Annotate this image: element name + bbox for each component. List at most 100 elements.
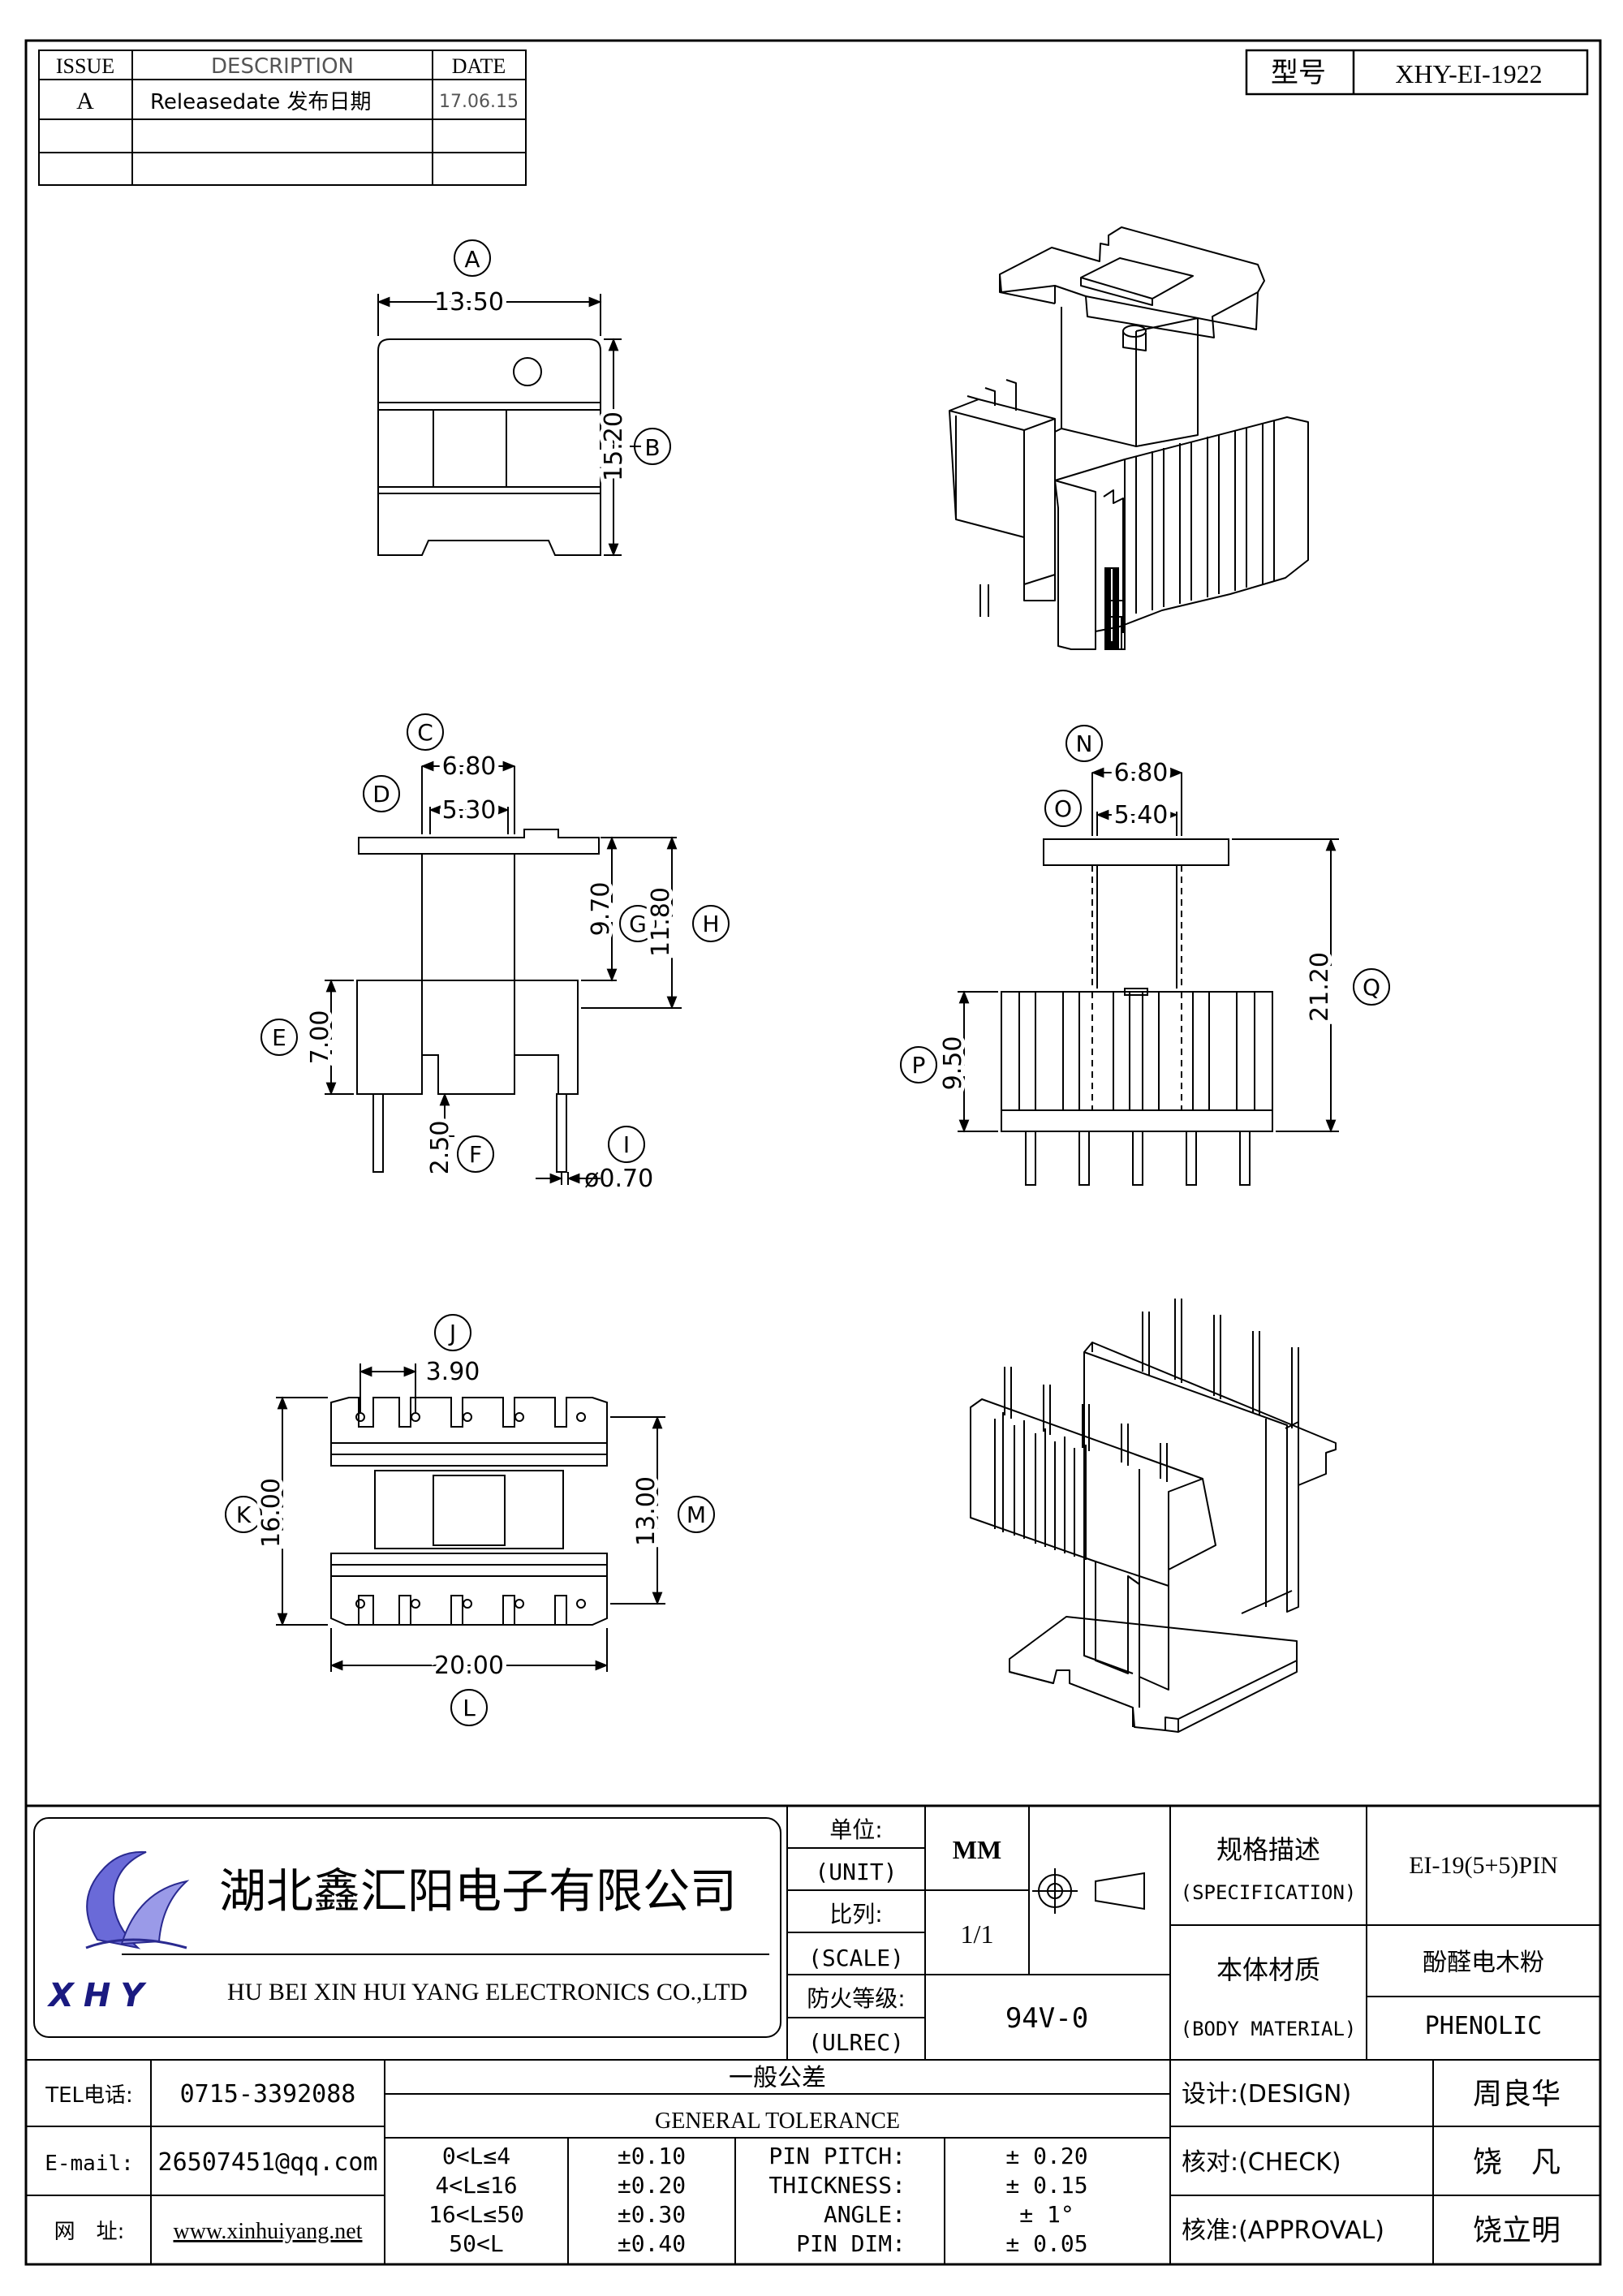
callout-a-circle: [454, 239, 491, 277]
pin-dim-value: ± 0.05: [1005, 2230, 1087, 2257]
tolerance-range-3: 16<L≤50: [428, 2201, 524, 2228]
bottom-view: [225, 1314, 715, 1726]
angle-label: ANGLE:: [824, 2201, 906, 2228]
callout-o: O: [1054, 795, 1072, 822]
tel-value: 0715-3392088: [180, 2080, 356, 2109]
callout-i: I: [623, 1131, 630, 1158]
callout-l: L: [463, 1695, 476, 1721]
spec-value: EI-19(5+5)PIN: [1409, 1852, 1558, 1879]
callout-k: K: [236, 1501, 252, 1528]
dim-b-label: 15.20: [600, 411, 628, 481]
tolerance-value-2: ±0.20: [618, 2172, 686, 2199]
isometric-top-pins: [1104, 567, 1126, 650]
dim-d-label: 5.30: [442, 796, 497, 825]
dim-i-label: ø0.70: [584, 1165, 653, 1193]
dim-c-label: 6.80: [442, 752, 497, 781]
scale-value: 1/1: [961, 1919, 994, 1949]
dim-k-label: 16.00: [257, 1478, 286, 1548]
tolerance-value-4: ±0.40: [618, 2230, 686, 2257]
callout-q: Q: [1363, 974, 1380, 1001]
drawing-border: [24, 39, 1602, 2266]
front-view: [260, 713, 730, 1185]
tolerance-value-1: ±0.10: [618, 2143, 686, 2169]
pin-pitch-value: ± 0.20: [1005, 2143, 1087, 2169]
revision-issue-header: ISSUE: [56, 54, 114, 78]
callout-p: P: [912, 1052, 926, 1079]
dim-a-label: 13.50: [434, 288, 504, 317]
tolerance-title-en: GENERAL TOLERANCE: [655, 2109, 900, 2134]
spec-label-cn: 规格描述: [1216, 1834, 1320, 1865]
callout-b: B: [644, 434, 660, 461]
callout-e: E: [272, 1024, 286, 1051]
unit-label-cn: 单位:: [829, 1816, 882, 1843]
unit-label-en: (UNIT): [815, 1859, 897, 1885]
title-block-grid: [26, 1806, 1600, 2264]
callout-d: D: [372, 781, 390, 808]
dim-j-label: 3.90: [426, 1358, 480, 1386]
isometric-view-bottom: [970, 1299, 1337, 1733]
fire-rating-label-cn: 防火等级:: [807, 1985, 905, 2012]
check-name: 饶 凡: [1473, 2146, 1561, 2179]
callout-f: F: [469, 1141, 482, 1168]
tolerance-value-3: ±0.30: [618, 2201, 686, 2228]
model-box: [1245, 49, 1589, 96]
scale-label-cn: 比列:: [829, 1901, 882, 1928]
approval-label: 核准:(APPROVAL): [1182, 2216, 1384, 2245]
callout-j: J: [448, 1320, 456, 1346]
dim-g-label: 9.70: [587, 882, 615, 937]
side-view: [900, 725, 1390, 1186]
check-label: 核对:(CHECK): [1182, 2148, 1341, 2177]
dim-e-label: 7.00: [306, 1010, 334, 1065]
email-value: 26507451@qq.com: [158, 2148, 378, 2177]
approval-name: 饶立明: [1473, 2214, 1561, 2247]
revision-date-value: 17.06.15: [439, 92, 519, 112]
model-label: 型号: [1271, 57, 1326, 89]
fire-rating-label-en: (ULREC): [808, 2029, 904, 2056]
dim-p-label: 9.50: [939, 1036, 967, 1091]
material-value-cn: 酚醛电木粉: [1423, 1949, 1544, 1977]
isometric-view-top: [949, 226, 1309, 650]
thickness-value: ± 0.15: [1005, 2172, 1087, 2199]
web-value[interactable]: www.xinhuiyang.net: [173, 2219, 362, 2244]
callout-n: N: [1076, 730, 1093, 757]
callout-a: A: [464, 246, 480, 273]
revision-description-header: DESCRIPTION: [211, 54, 354, 79]
material-label-en: (BODY MATERIAL): [1181, 2018, 1357, 2040]
dim-n-label: 6.80: [1114, 759, 1169, 787]
callout-g: G: [629, 911, 647, 937]
tolerance-range-1: 0<L≤4: [442, 2143, 510, 2169]
callout-m: M: [687, 1501, 706, 1528]
tolerance-range-2: 4<L≤16: [435, 2172, 517, 2199]
company-name-cn: 湖北鑫汇阳电子有限公司: [219, 1863, 737, 1919]
material-value-en: PHENOLIC: [1425, 2012, 1543, 2040]
scale-label-en: (SCALE): [808, 1945, 904, 1971]
logo-text: XHY: [46, 1977, 153, 2014]
tolerance-range-4: 50<L: [449, 2230, 503, 2257]
fire-rating-value: 94V-0: [1005, 2002, 1088, 2035]
revision-table: [38, 50, 527, 186]
dim-o-label: 5.40: [1114, 801, 1169, 829]
company-logo: XHY: [46, 1850, 190, 2014]
revision-date-header: DATE: [452, 54, 506, 78]
callout-h: H: [702, 911, 719, 937]
email-label: E-mail:: [45, 2152, 134, 2176]
top-view: [377, 239, 671, 557]
revision-description-value: Releasedate 发布日期: [150, 90, 371, 114]
tolerance-title-cn: 一般公差: [729, 2064, 826, 2092]
material-label-cn: 本体材质: [1216, 1954, 1320, 1985]
dim-f-label: 2.50: [426, 1121, 454, 1175]
design-label: 设计:(DESIGN): [1182, 2080, 1351, 2109]
callout-c: C: [417, 719, 433, 746]
web-label: 网 址:: [54, 2220, 125, 2244]
unit-value: MM: [953, 1835, 1001, 1864]
dim-q-label: 21.20: [1306, 952, 1334, 1022]
revision-issue-value: A: [76, 88, 94, 114]
dim-m-label: 13.00: [632, 1476, 661, 1546]
dim-l-label: 20.00: [434, 1652, 504, 1680]
thickness-label: THICKNESS:: [768, 2172, 906, 2199]
model-number: XHY-EI-1922: [1395, 59, 1542, 88]
pin-pitch-label: PIN PITCH:: [768, 2143, 906, 2169]
callout-b-circle: [634, 428, 671, 465]
dim-h-label: 11.80: [647, 887, 675, 957]
